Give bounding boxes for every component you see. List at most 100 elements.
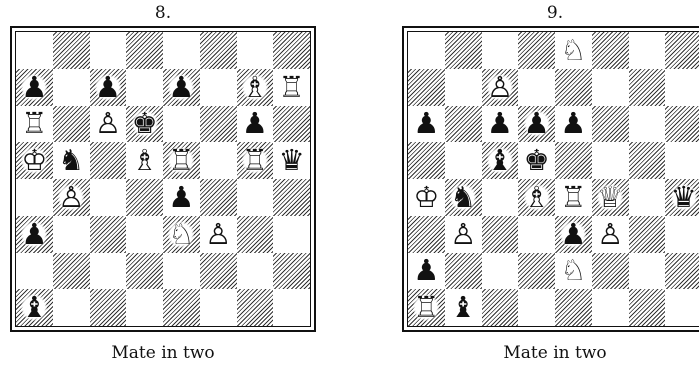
square-e3: ♘ <box>163 216 200 253</box>
square-f5 <box>200 142 237 179</box>
square-d2 <box>518 253 555 290</box>
black-pawn-icon: ♟ <box>487 109 513 138</box>
square-b1: ♝ <box>445 289 482 326</box>
square-a6: ♟ <box>408 106 445 143</box>
square-b5 <box>445 142 482 179</box>
black-pawn-icon: ♟ <box>560 109 586 138</box>
square-d8 <box>518 32 555 69</box>
square-c5 <box>90 142 127 179</box>
square-f8 <box>200 32 237 69</box>
square-a5 <box>408 142 445 179</box>
white-rook-icon: ♖ <box>279 73 305 102</box>
square-g6 <box>629 106 666 143</box>
chess-board-frame: ♟♟♟♗♖♖♙♚♟♔♞♗♖♖♛♙♟♟♘♙♝ <box>10 26 316 332</box>
square-e8: ♘ <box>555 32 592 69</box>
square-b7 <box>53 69 90 106</box>
square-h3 <box>273 216 310 253</box>
square-g2 <box>629 253 666 290</box>
square-d7 <box>518 69 555 106</box>
square-c6: ♙ <box>90 106 127 143</box>
square-g3 <box>237 216 274 253</box>
square-c1 <box>90 289 127 326</box>
square-f3: ♙ <box>592 216 629 253</box>
square-d5: ♚ <box>518 142 555 179</box>
black-pawn-icon: ♟ <box>413 256 439 285</box>
white-pawn-icon: ♙ <box>95 109 121 138</box>
square-e8 <box>163 32 200 69</box>
square-e7 <box>555 69 592 106</box>
square-e3: ♟ <box>555 216 592 253</box>
square-f2 <box>592 253 629 290</box>
square-a8 <box>408 32 445 69</box>
square-h3 <box>665 216 699 253</box>
black-knight-icon: ♞ <box>450 183 476 212</box>
white-rook-icon: ♖ <box>242 146 268 175</box>
black-queen-icon: ♛ <box>671 183 697 212</box>
square-g5: ♖ <box>237 142 274 179</box>
square-d1 <box>126 289 163 326</box>
white-pawn-icon: ♙ <box>450 220 476 249</box>
puzzle-number: 9. <box>402 3 699 23</box>
square-b2 <box>445 253 482 290</box>
square-h8 <box>273 32 310 69</box>
white-rook-icon: ♖ <box>168 146 194 175</box>
black-pawn-icon: ♟ <box>168 183 194 212</box>
white-queen-icon: ♕ <box>597 183 623 212</box>
square-f6 <box>200 106 237 143</box>
white-pawn-icon: ♙ <box>597 220 623 249</box>
square-b8 <box>53 32 90 69</box>
square-c2 <box>90 253 127 290</box>
black-bishop-icon: ♝ <box>450 293 476 322</box>
square-d1 <box>518 289 555 326</box>
square-e4: ♖ <box>555 179 592 216</box>
square-d7 <box>126 69 163 106</box>
square-h5 <box>665 142 699 179</box>
white-king-icon: ♔ <box>413 183 439 212</box>
square-a3: ♟ <box>16 216 53 253</box>
white-rook-icon: ♖ <box>413 293 439 322</box>
square-g2 <box>237 253 274 290</box>
black-bishop-icon: ♝ <box>21 293 47 322</box>
black-pawn-icon: ♟ <box>242 109 268 138</box>
square-a1: ♖ <box>408 289 445 326</box>
square-g8 <box>629 32 666 69</box>
square-b5: ♞ <box>53 142 90 179</box>
square-e1 <box>163 289 200 326</box>
square-g7 <box>629 69 666 106</box>
square-e6 <box>163 106 200 143</box>
square-d4: ♗ <box>518 179 555 216</box>
square-c1 <box>482 289 519 326</box>
square-h5: ♛ <box>273 142 310 179</box>
square-e4: ♟ <box>163 179 200 216</box>
square-f7 <box>200 69 237 106</box>
square-b6 <box>445 106 482 143</box>
square-c2 <box>482 253 519 290</box>
square-h1 <box>273 289 310 326</box>
square-b7 <box>445 69 482 106</box>
square-d8 <box>126 32 163 69</box>
square-f4 <box>200 179 237 216</box>
square-c5: ♝ <box>482 142 519 179</box>
square-b8 <box>445 32 482 69</box>
square-c6: ♟ <box>482 106 519 143</box>
square-a5: ♔ <box>16 142 53 179</box>
white-rook-icon: ♖ <box>21 109 47 138</box>
square-c8 <box>90 32 127 69</box>
square-d5: ♗ <box>126 142 163 179</box>
puzzle-caption: Mate in two <box>402 343 699 363</box>
square-h2 <box>273 253 310 290</box>
square-d3 <box>126 216 163 253</box>
square-d2 <box>126 253 163 290</box>
square-e2: ♘ <box>555 253 592 290</box>
chess-board: ♘♙♟♟♟♟♝♚♔♞♗♖♕♛♙♟♙♟♘♖♝ <box>407 31 699 327</box>
square-a6: ♖ <box>16 106 53 143</box>
square-e6: ♟ <box>555 106 592 143</box>
white-knight-icon: ♘ <box>168 220 194 249</box>
square-a4: ♔ <box>408 179 445 216</box>
black-pawn-icon: ♟ <box>168 73 194 102</box>
square-e1 <box>555 289 592 326</box>
square-g4 <box>237 179 274 216</box>
square-d3 <box>518 216 555 253</box>
white-bishop-icon: ♗ <box>242 73 268 102</box>
black-pawn-icon: ♟ <box>413 109 439 138</box>
